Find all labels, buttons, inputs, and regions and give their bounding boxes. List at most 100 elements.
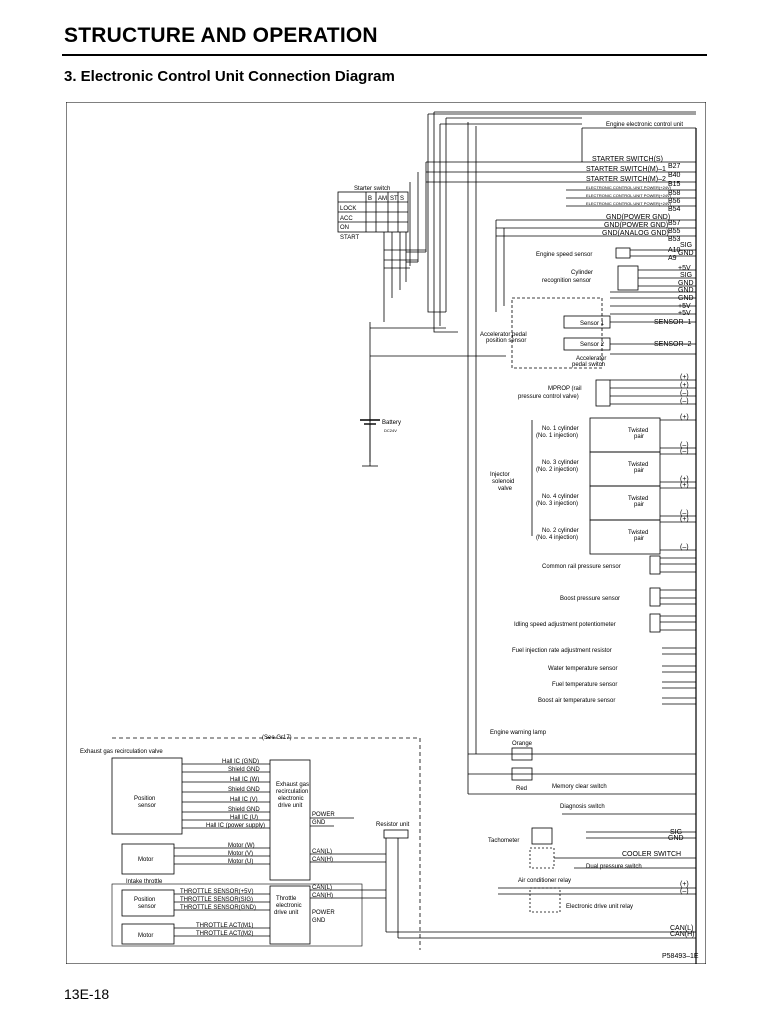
egr-sig-0: Hall IC (GND) xyxy=(222,759,259,765)
tachometer-label: Tachometer xyxy=(488,838,519,844)
egr-pos-1: Position xyxy=(134,796,155,802)
egr-can-l: CAN(L) xyxy=(312,849,332,855)
starter-row-start: START xyxy=(340,235,359,241)
sig-can-h: CAN(H) xyxy=(670,931,695,938)
starter-col-am: AM xyxy=(378,196,387,202)
pin-b58: B58 xyxy=(668,190,681,197)
egr-du-2: electronic xyxy=(278,796,304,802)
boost-air-temp-label: Boost air temperature sensor xyxy=(538,698,615,704)
cyl-label-2: recognition sensor xyxy=(542,278,591,284)
inj-2-l2: (No. 2 injection) xyxy=(536,467,578,473)
pin-a10: A10 xyxy=(668,247,681,254)
egr-du-3: drive unit xyxy=(278,803,303,809)
sig-cyl-5v: +5V xyxy=(678,265,691,272)
sig-gnd-analog: GND(ANALOG GND) xyxy=(602,230,669,237)
inj-3-l2: (No. 3 injection) xyxy=(536,501,578,507)
sig-acc-gnd2: GND xyxy=(678,295,694,302)
pin-b15: B15 xyxy=(668,181,681,188)
tp-2a: Twisted xyxy=(628,462,648,468)
thr-du-1: electronic xyxy=(276,903,302,909)
ac-relay-label: Air conditioner relay xyxy=(518,878,571,884)
tp-4a: Twisted xyxy=(628,530,648,536)
throttle-title: Intake throttle xyxy=(126,879,163,885)
water-temp-label: Water temperature sensor xyxy=(548,666,617,672)
sig-acc-gnd1: GND xyxy=(678,287,694,294)
egr-power: POWER xyxy=(312,812,335,818)
lamp-orange: Orange xyxy=(512,741,533,747)
thr-sig-2: THROTTLE SENSOR(GND) xyxy=(180,905,256,911)
thr-can-l: CAN(L) xyxy=(312,885,332,891)
starter-col-b: B xyxy=(368,196,372,202)
pin-b57: B57 xyxy=(668,220,681,227)
lamp-red: Red xyxy=(516,786,527,792)
sig-inj-p1: (+) xyxy=(680,414,689,421)
sig-gnd-power-1: GND(POWER GND) xyxy=(606,214,670,221)
sig-cyl-sig: SIG xyxy=(680,272,692,279)
egr-title: Exhaust gas recirculation valve xyxy=(80,749,163,755)
pin-b56: B56 xyxy=(668,198,681,205)
mprop-2: pressure control valve) xyxy=(518,394,579,400)
starter-row-on: ON xyxy=(340,225,349,231)
battery-voltage: DC24V xyxy=(384,428,397,433)
egr-sig-4: Hall IC (V) xyxy=(230,797,258,803)
sig-acr-m: (–) xyxy=(680,888,689,895)
pin-b27: B27 xyxy=(668,163,681,170)
thr-pos-2: sensor xyxy=(138,904,156,910)
egr-motor-u: Motor (U) xyxy=(228,859,253,865)
sig-speed-sig: SIG xyxy=(680,242,692,249)
egr-motor-w: Motor (W) xyxy=(228,843,255,849)
tp-4b: pair xyxy=(634,536,644,542)
inj-1-l2: (No. 1 injection) xyxy=(536,433,578,439)
injector-2: solenoid xyxy=(492,479,514,485)
page-header-title: STRUCTURE AND OPERATION xyxy=(64,24,378,47)
egr-can-h: CAN(H) xyxy=(312,857,333,863)
sig-starter-m1: STARTER SWITCH(M)–1 xyxy=(586,166,666,173)
egr-sig-1: Shield GND xyxy=(228,767,260,773)
sig-inj-p2: (+) xyxy=(680,476,689,483)
thr-sig-0: THROTTLE SENSOR(+5V) xyxy=(180,889,254,895)
sig-starter-m2: STARTER SWITCH(M)–2 xyxy=(586,176,666,183)
battery-label: Battery xyxy=(382,420,401,426)
accel-switch-2: pedal switch xyxy=(572,362,605,368)
boost-pressure-label: Boost pressure sensor xyxy=(560,596,620,602)
injector-3: valve xyxy=(498,486,513,492)
dual-pressure-label: Dual pressure switch xyxy=(586,864,642,870)
sig-starter-s: STARTER SWITCH(S) xyxy=(592,156,663,163)
cyl-label-1: Cylinder xyxy=(571,270,593,276)
thr-du-0: Throttle xyxy=(276,896,297,902)
sig-ecu-power-1: ELECTRONIC CONTROL UNIT POWER(+24V) xyxy=(586,185,672,190)
accel-pos-2: position sensor xyxy=(486,338,526,344)
thr-du-2: drive unit xyxy=(274,910,299,916)
egr-motor: Motor xyxy=(138,857,153,863)
sig-inj-p4: (+) xyxy=(680,516,689,523)
accel-sensor1: Sensor 1 xyxy=(580,321,605,327)
egr-sig-6: Hall IC (U) xyxy=(230,815,258,821)
thr-sig-1: THROTTLE SENSOR(SIG) xyxy=(180,897,253,903)
sig-cyl-gnd: GND xyxy=(678,280,694,287)
idle-adjust-label: Idling speed adjustment potentiometer xyxy=(514,622,616,628)
thr-act-0: THROTTLE ACT(M1) xyxy=(196,923,253,929)
sig-ecu-power-3: ELECTRONIC CONTROL UNIT POWER(+24V) xyxy=(586,201,672,206)
figure-id: P58493–1E xyxy=(662,953,699,960)
egr-sig-2: Hall IC (W) xyxy=(230,777,259,783)
sig-mprop-p1: (+) xyxy=(680,374,689,381)
tp-2b: pair xyxy=(634,468,644,474)
egr-pos-2: sensor xyxy=(138,803,156,809)
fuel-temp-label: Fuel temperature sensor xyxy=(552,682,617,688)
sig-inj-p3: (+) xyxy=(680,482,689,489)
sig-inj-m2: (–) xyxy=(680,448,689,455)
sig-sensor2: SENSOR–2 xyxy=(654,341,691,348)
egr-sig-7: Hall IC (power supply) xyxy=(206,823,265,829)
sig-mprop-m2: (–) xyxy=(680,398,689,405)
starter-col-s: S xyxy=(400,196,404,202)
inj-2-l1: No. 3 cylinder xyxy=(542,460,579,466)
inj-4-l1: No. 2 cylinder xyxy=(542,528,579,534)
sig-sensor1: SENSOR–1 xyxy=(654,319,691,326)
common-rail-label: Common rail pressure sensor xyxy=(542,564,621,570)
tp-3a: Twisted xyxy=(628,496,648,502)
thr-can-h: CAN(H) xyxy=(312,893,333,899)
memory-clear-label: Memory clear switch xyxy=(552,784,607,790)
injector-1: Injector xyxy=(490,472,510,478)
ecu-label: Engine electronic control unit xyxy=(606,122,683,128)
sig-acr-p: (+) xyxy=(680,881,689,888)
